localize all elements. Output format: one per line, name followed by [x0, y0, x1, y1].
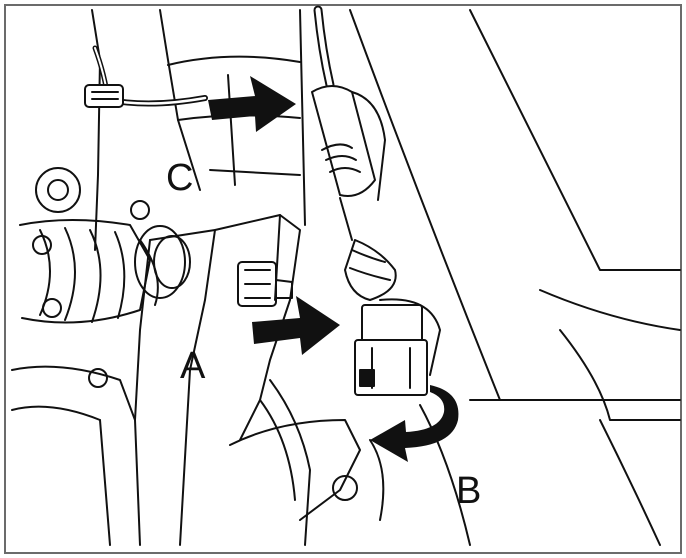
- arrow-c-icon: [208, 76, 296, 132]
- shock-tower: [91, 9, 306, 251]
- rotate-arrow-icon: [370, 385, 459, 462]
- abs-sensor-cable: [311, 5, 441, 376]
- bolt-heads: [32, 167, 150, 388]
- callout-b: B: [456, 470, 481, 512]
- callout-a: A: [180, 345, 206, 387]
- cv-boot: [19, 219, 191, 324]
- callout-c: C: [166, 157, 193, 199]
- sensor-connector: [354, 304, 428, 396]
- arrow-a-icon: [252, 296, 340, 355]
- brake-line: [229, 379, 385, 546]
- lower-arm: [11, 365, 136, 546]
- body-panel: [349, 9, 681, 546]
- steering-knuckle: [134, 214, 301, 546]
- sensor-wire: [84, 45, 208, 108]
